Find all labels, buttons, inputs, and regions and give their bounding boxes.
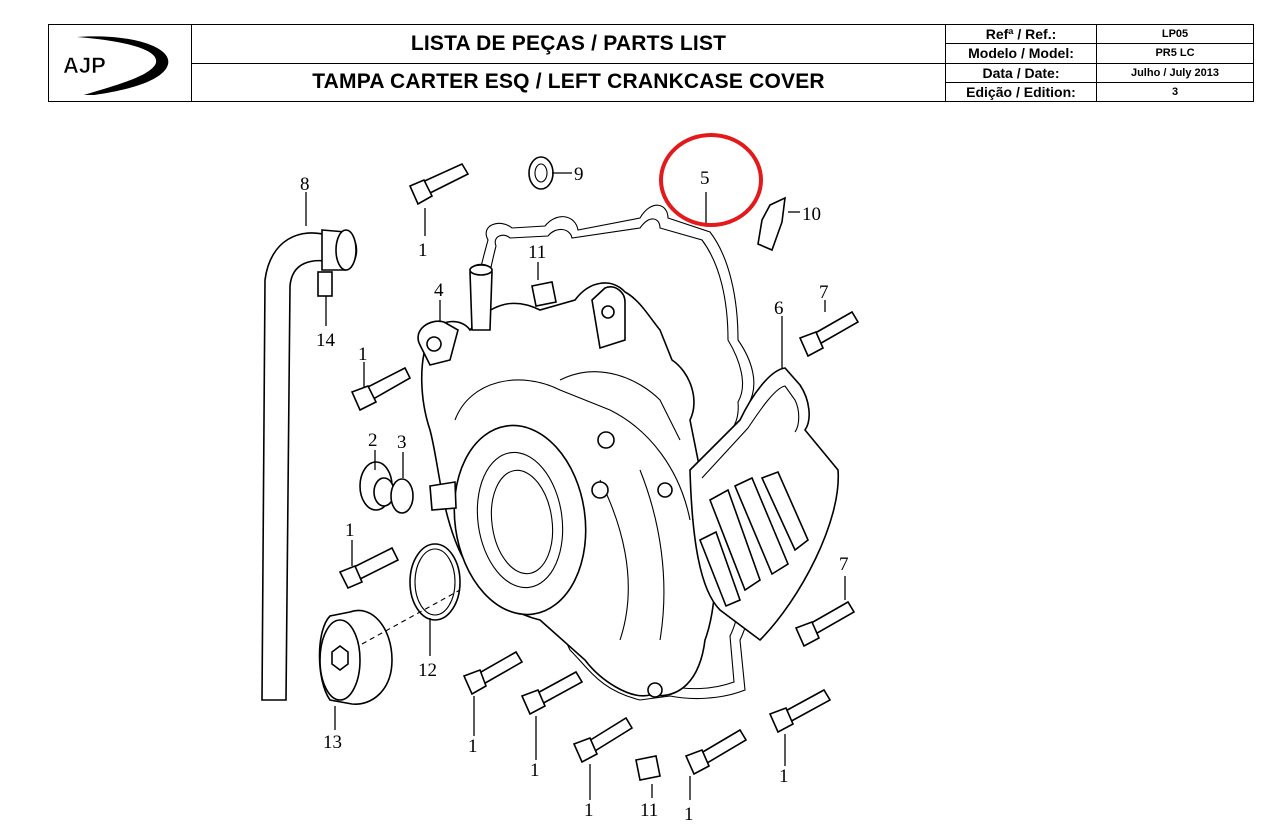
- meta-row-edition: Edição / Edition: 3: [946, 82, 1253, 101]
- callout-10: 10: [802, 204, 821, 225]
- callout-2: 2: [368, 430, 378, 451]
- title-parts-list: LISTA DE PEÇAS / PARTS LIST: [192, 25, 945, 64]
- callout-7: 7: [839, 554, 849, 575]
- clip: [757, 196, 786, 252]
- meta-value-edition: 3: [1171, 85, 1179, 98]
- meta-label-edition: Edição / Edition:: [946, 82, 1097, 101]
- bolt-1d: [462, 650, 524, 696]
- title-cell: LISTA DE PEÇAS / PARTS LIST TAMPA CARTER…: [192, 25, 946, 101]
- washer: [390, 478, 414, 514]
- callout-11: 11: [528, 242, 546, 263]
- meta-row-date: Data / Date: Julho / July 2013: [946, 63, 1253, 83]
- bolt-1b: [350, 366, 412, 412]
- callout-1: 1: [345, 520, 355, 541]
- callout-1: 1: [418, 240, 428, 261]
- callout-1: 1: [358, 344, 368, 365]
- meta-label-ref: Refª / Ref.:: [946, 25, 1097, 44]
- callout-1: 1: [530, 760, 540, 781]
- meta-value-ref: LP05: [1161, 28, 1189, 41]
- rubber-pad-bottom: [635, 755, 661, 781]
- oil-seal: [528, 156, 554, 190]
- bolt-1h: [768, 688, 832, 734]
- meta-cell: Refª / Ref.: LP05 Modelo / Model: PR5 LC…: [946, 25, 1253, 101]
- bolt-7b: [794, 600, 856, 648]
- bolt-1c: [338, 546, 400, 590]
- bolt-1e: [520, 670, 584, 716]
- callout-4: 4: [434, 280, 444, 301]
- exploded-parts-diagram: 8 14 1 9 5 10 11 4 6 7 1 2 3 1 7 12 13 1…: [261, 133, 860, 825]
- highlight-circle: [659, 133, 763, 227]
- callout-1: 1: [584, 800, 594, 821]
- callout-7: 7: [819, 282, 829, 303]
- meta-row-model: Modelo / Model: PR5 LC: [946, 44, 1253, 64]
- meta-label-date: Data / Date:: [946, 63, 1097, 82]
- title-left-crankcase-cover: TAMPA CARTER ESQ / LEFT CRANKCASE COVER: [312, 70, 825, 94]
- bolt-1g: [684, 728, 748, 776]
- callout-1: 1: [779, 766, 789, 787]
- callout-1: 1: [468, 736, 478, 757]
- logo-text: AJP: [63, 53, 106, 78]
- bolt-1a: [408, 162, 470, 206]
- callout-6: 6: [774, 298, 784, 319]
- parts-list-header: AJP LISTA DE PEÇAS / PARTS LIST TAMPA CA…: [48, 24, 1254, 102]
- bolt-1f: [572, 716, 634, 764]
- callout-13: 13: [323, 732, 342, 753]
- o-ring: [409, 543, 461, 621]
- hose: [261, 232, 333, 701]
- callout-14: 14: [316, 330, 336, 351]
- callout-11: 11: [640, 800, 658, 821]
- callout-8: 8: [300, 174, 310, 195]
- rubber-pad-top: [531, 281, 557, 307]
- callout-1: 1: [684, 804, 694, 825]
- callout-5: 5: [700, 168, 710, 189]
- callout-12: 12: [418, 660, 437, 681]
- callout-9: 9: [574, 164, 584, 185]
- ajp-logo: AJP: [63, 36, 169, 95]
- callout-3: 3: [397, 432, 407, 453]
- drain-plug: [359, 461, 395, 511]
- meta-row-ref: Refª / Ref.: LP05: [946, 25, 1253, 45]
- logo-cell: AJP: [49, 25, 192, 101]
- meta-label-model: Modelo / Model:: [946, 44, 1097, 63]
- bolt-7a: [798, 310, 860, 358]
- meta-value-date: Julho / July 2013: [1130, 66, 1220, 79]
- meta-value-model: PR5 LC: [1155, 47, 1195, 60]
- inspection-cap: [318, 609, 393, 705]
